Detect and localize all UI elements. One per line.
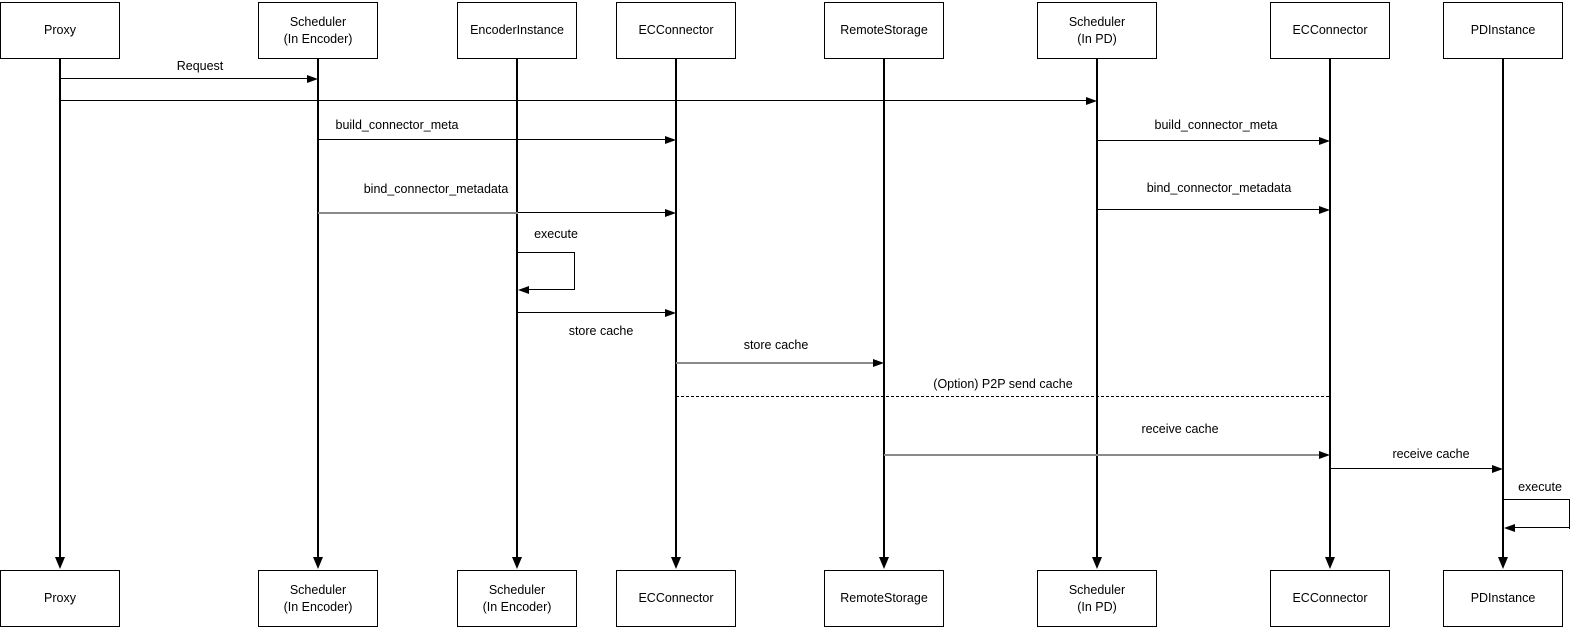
message-label-store-cache-2: store cache (741, 338, 811, 352)
lifeline-end-arrow-scheduler-encoder (313, 557, 323, 569)
lifeline-ecconnector-1 (675, 59, 677, 557)
self-loop-bottom-encoder (524, 289, 575, 290)
lifeline-end-arrow-proxy (55, 557, 65, 569)
message-label-execute-encoder: execute (532, 227, 580, 241)
message-label-execute-pd: execute (1516, 480, 1564, 494)
self-loop-side-encoder (573, 252, 575, 290)
message-line-bind-connector-metadata-left-black (518, 212, 668, 213)
arrowhead-build-connector-meta-right (1319, 137, 1330, 145)
message-line-receive-cache-2 (1330, 468, 1495, 469)
participant-bottom-scheduler-encoder: Scheduler (In Encoder) (258, 570, 378, 627)
lifeline-end-arrow-ecconnector-2 (1325, 557, 1335, 569)
participant-top-encoderinstance: EncoderInstance (457, 2, 577, 59)
message-line-build-connector-meta-left (318, 139, 668, 140)
message-line-bind-connector-metadata-left-gray (318, 212, 518, 214)
message-label-request: Request (174, 59, 226, 73)
message-label-receive-cache-1: receive cache (1139, 422, 1221, 436)
message-line-store-cache-1 (517, 312, 668, 313)
arrowhead-bind-connector-metadata-left (665, 209, 676, 217)
participant-top-scheduler-pd: Scheduler (In PD) (1037, 2, 1157, 59)
lifeline-encoderinstance (516, 59, 518, 557)
participant-bottom-scheduler-pd: Scheduler (In PD) (1037, 570, 1157, 627)
lifeline-end-arrow-pdinstance (1498, 557, 1508, 569)
lifeline-proxy (59, 59, 61, 557)
message-label-build-connector-meta-left: build_connector_meta (333, 118, 461, 132)
participant-bottom-ecconnector-1: ECConnector (616, 570, 736, 627)
arrowhead-receive-cache-2 (1492, 465, 1503, 473)
message-line-bind-connector-metadata-right (1097, 209, 1322, 210)
message-label-build-connector-meta-right: build_connector_meta (1152, 118, 1280, 132)
message-line-request (60, 78, 310, 79)
arrowhead-store-cache-2 (873, 359, 884, 367)
message-label-store-cache-1: store cache (566, 324, 636, 338)
participant-top-pdinstance: PDInstance (1443, 2, 1563, 59)
participant-bottom-pdinstance: PDInstance (1443, 570, 1563, 627)
self-loop-top-pd (1503, 499, 1570, 500)
message-label-receive-cache-2: receive cache (1390, 447, 1472, 461)
participant-bottom-proxy: Proxy (0, 570, 120, 627)
participant-bottom-remotestorage: RemoteStorage (824, 570, 944, 627)
participant-bottom-scheduler-encoder-2: Scheduler (In Encoder) (457, 570, 577, 627)
message-label-p2p-send-cache: (Option) P2P send cache (931, 377, 1075, 391)
participant-top-proxy: Proxy (0, 2, 120, 59)
message-label-bind-connector-metadata-right: bind_connector_metadata (1144, 181, 1294, 195)
arrowhead-proxy-to-scheduler-pd (1086, 97, 1097, 105)
arrowhead-store-cache-1 (665, 309, 676, 317)
arrowhead-receive-cache-1 (1319, 451, 1330, 459)
lifeline-scheduler-encoder (317, 59, 319, 557)
lifeline-end-arrow-ecconnector-1 (671, 557, 681, 569)
lifeline-end-arrow-scheduler-pd (1092, 557, 1102, 569)
arrowhead-execute-encoder (518, 286, 529, 294)
message-line-build-connector-meta-right (1097, 140, 1322, 141)
message-label-bind-connector-metadata-left: bind_connector_metadata (361, 182, 511, 196)
participant-top-scheduler-encoder: Scheduler (In Encoder) (258, 2, 378, 59)
participant-top-ecconnector-2: ECConnector (1270, 2, 1390, 59)
arrowhead-build-connector-meta-left (665, 136, 676, 144)
lifeline-pdinstance (1502, 59, 1504, 557)
lifeline-scheduler-pd (1096, 59, 1098, 557)
message-line-p2p-send-cache (676, 396, 1329, 397)
lifeline-end-arrow-remotestorage (879, 557, 889, 569)
lifeline-remotestorage (883, 59, 885, 557)
lifeline-end-arrow-encoderinstance (512, 557, 522, 569)
participant-bottom-ecconnector-2: ECConnector (1270, 570, 1390, 627)
self-loop-side-pd (1568, 499, 1570, 529)
participant-top-ecconnector-1: ECConnector (616, 2, 736, 59)
arrowhead-request (307, 75, 318, 83)
self-loop-bottom-pd (1510, 527, 1570, 528)
message-line-store-cache-2 (676, 362, 876, 364)
arrowhead-bind-connector-metadata-right (1319, 206, 1330, 214)
message-line-proxy-to-scheduler-pd (60, 100, 1088, 101)
self-loop-top-encoder (517, 252, 575, 253)
message-line-receive-cache-1 (884, 454, 1322, 456)
participant-top-remotestorage: RemoteStorage (824, 2, 944, 59)
lifeline-ecconnector-2 (1329, 59, 1331, 557)
arrowhead-execute-pd (1504, 524, 1515, 532)
